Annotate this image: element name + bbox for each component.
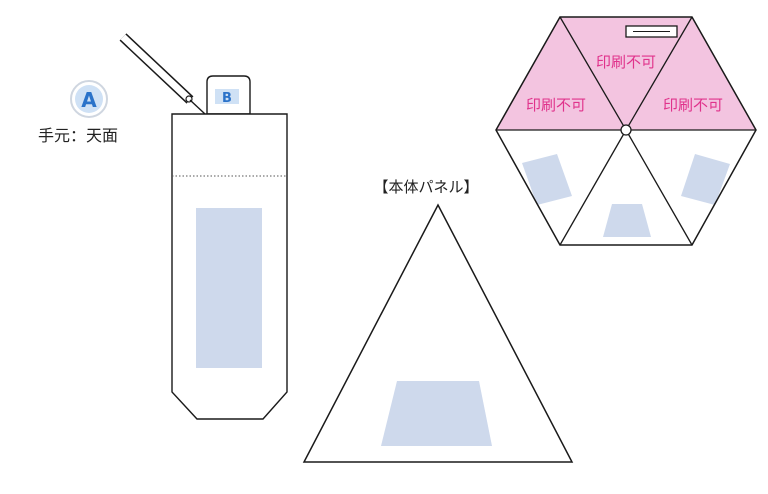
marker-b-letter: B (222, 91, 232, 106)
folded-umbrella: B (119, 33, 288, 420)
hub-icon (620, 124, 632, 136)
panel-title: 【本体パネル】 (373, 178, 478, 196)
marker-a-circle (75, 85, 103, 113)
marker-a: A (70, 80, 108, 118)
segment-upper-left (496, 17, 626, 130)
no-print-label-top: 印刷不可 (596, 53, 656, 71)
segment-bottom-print-area (603, 204, 651, 237)
segment-lower-right-print-area (681, 154, 730, 205)
sleeve-print-area (196, 208, 262, 368)
segment-upper-right (626, 17, 756, 130)
marker-b-box (215, 89, 239, 104)
open-umbrella-hexagon: 印刷不可 印刷不可 印刷不可 (495, 16, 757, 246)
segment-lower-left-print-area (522, 154, 572, 205)
no-print-label-right: 印刷不可 (663, 96, 723, 114)
marker-a-caption: 手元：天面 (38, 126, 118, 145)
umbrella-strap (119, 33, 206, 115)
marker-a-letter: A (81, 88, 97, 112)
panel-print-area (381, 381, 492, 446)
body-panel (302, 203, 574, 463)
panel-triangle (302, 203, 574, 463)
segment-top (560, 17, 692, 130)
no-print-label-left: 印刷不可 (526, 96, 586, 114)
